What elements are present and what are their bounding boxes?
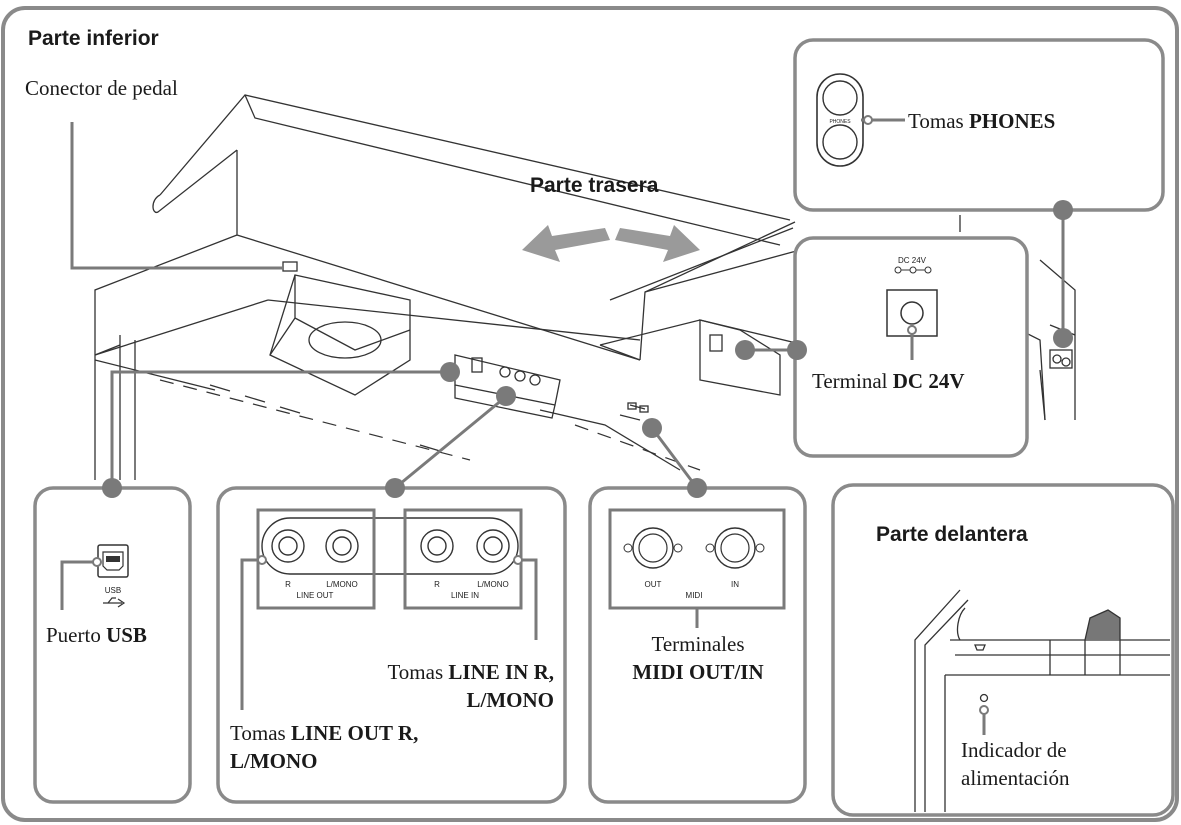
label-dc: Terminal DC 24V	[812, 369, 965, 393]
label-pedal-connector: Conector de pedal	[25, 76, 178, 100]
rear-arrows	[522, 225, 700, 262]
lineout-mini: LINE OUT	[297, 591, 334, 600]
heading-front: Parte delantera	[876, 523, 1028, 546]
left-arrow	[522, 225, 610, 262]
front-panel	[831, 483, 1175, 817]
label-line-in: Tomas LINE IN R, L/MONO	[387, 660, 554, 713]
linein-lmono-mini: L/MONO	[477, 580, 509, 589]
outer-frame	[1, 6, 1179, 822]
label-power-indicator: Indicador de alimentación	[961, 738, 1070, 791]
label-phones: Tomas PHONES	[908, 109, 1056, 133]
heading-bottom: Parte inferior	[28, 27, 159, 50]
piano-bottom-drawing	[94, 94, 1076, 480]
label-midi: Terminales MIDI OUT/IN	[632, 632, 764, 685]
lineout-r-mini: R	[285, 580, 291, 589]
midi-mini: MIDI	[686, 591, 703, 600]
linein-mini: LINE IN	[451, 591, 479, 600]
dc-mini-label: DC 24V	[898, 256, 927, 265]
linein-r-mini: R	[434, 580, 440, 589]
label-usb: Puerto USB	[46, 623, 147, 647]
midi-in-mini: IN	[731, 580, 739, 589]
phones-panel	[793, 38, 1165, 212]
usb-mini-label: USB	[105, 586, 121, 595]
phones-mini-label: PHONES	[829, 119, 851, 125]
pedal-callout	[70, 122, 282, 270]
lineout-lmono-mini: L/MONO	[326, 580, 358, 589]
right-arrow	[615, 225, 700, 262]
label-line-out: Tomas LINE OUT R, L/MONO	[230, 721, 419, 774]
heading-rear: Parte trasera	[530, 174, 659, 197]
midi-out-mini: OUT	[645, 580, 662, 589]
